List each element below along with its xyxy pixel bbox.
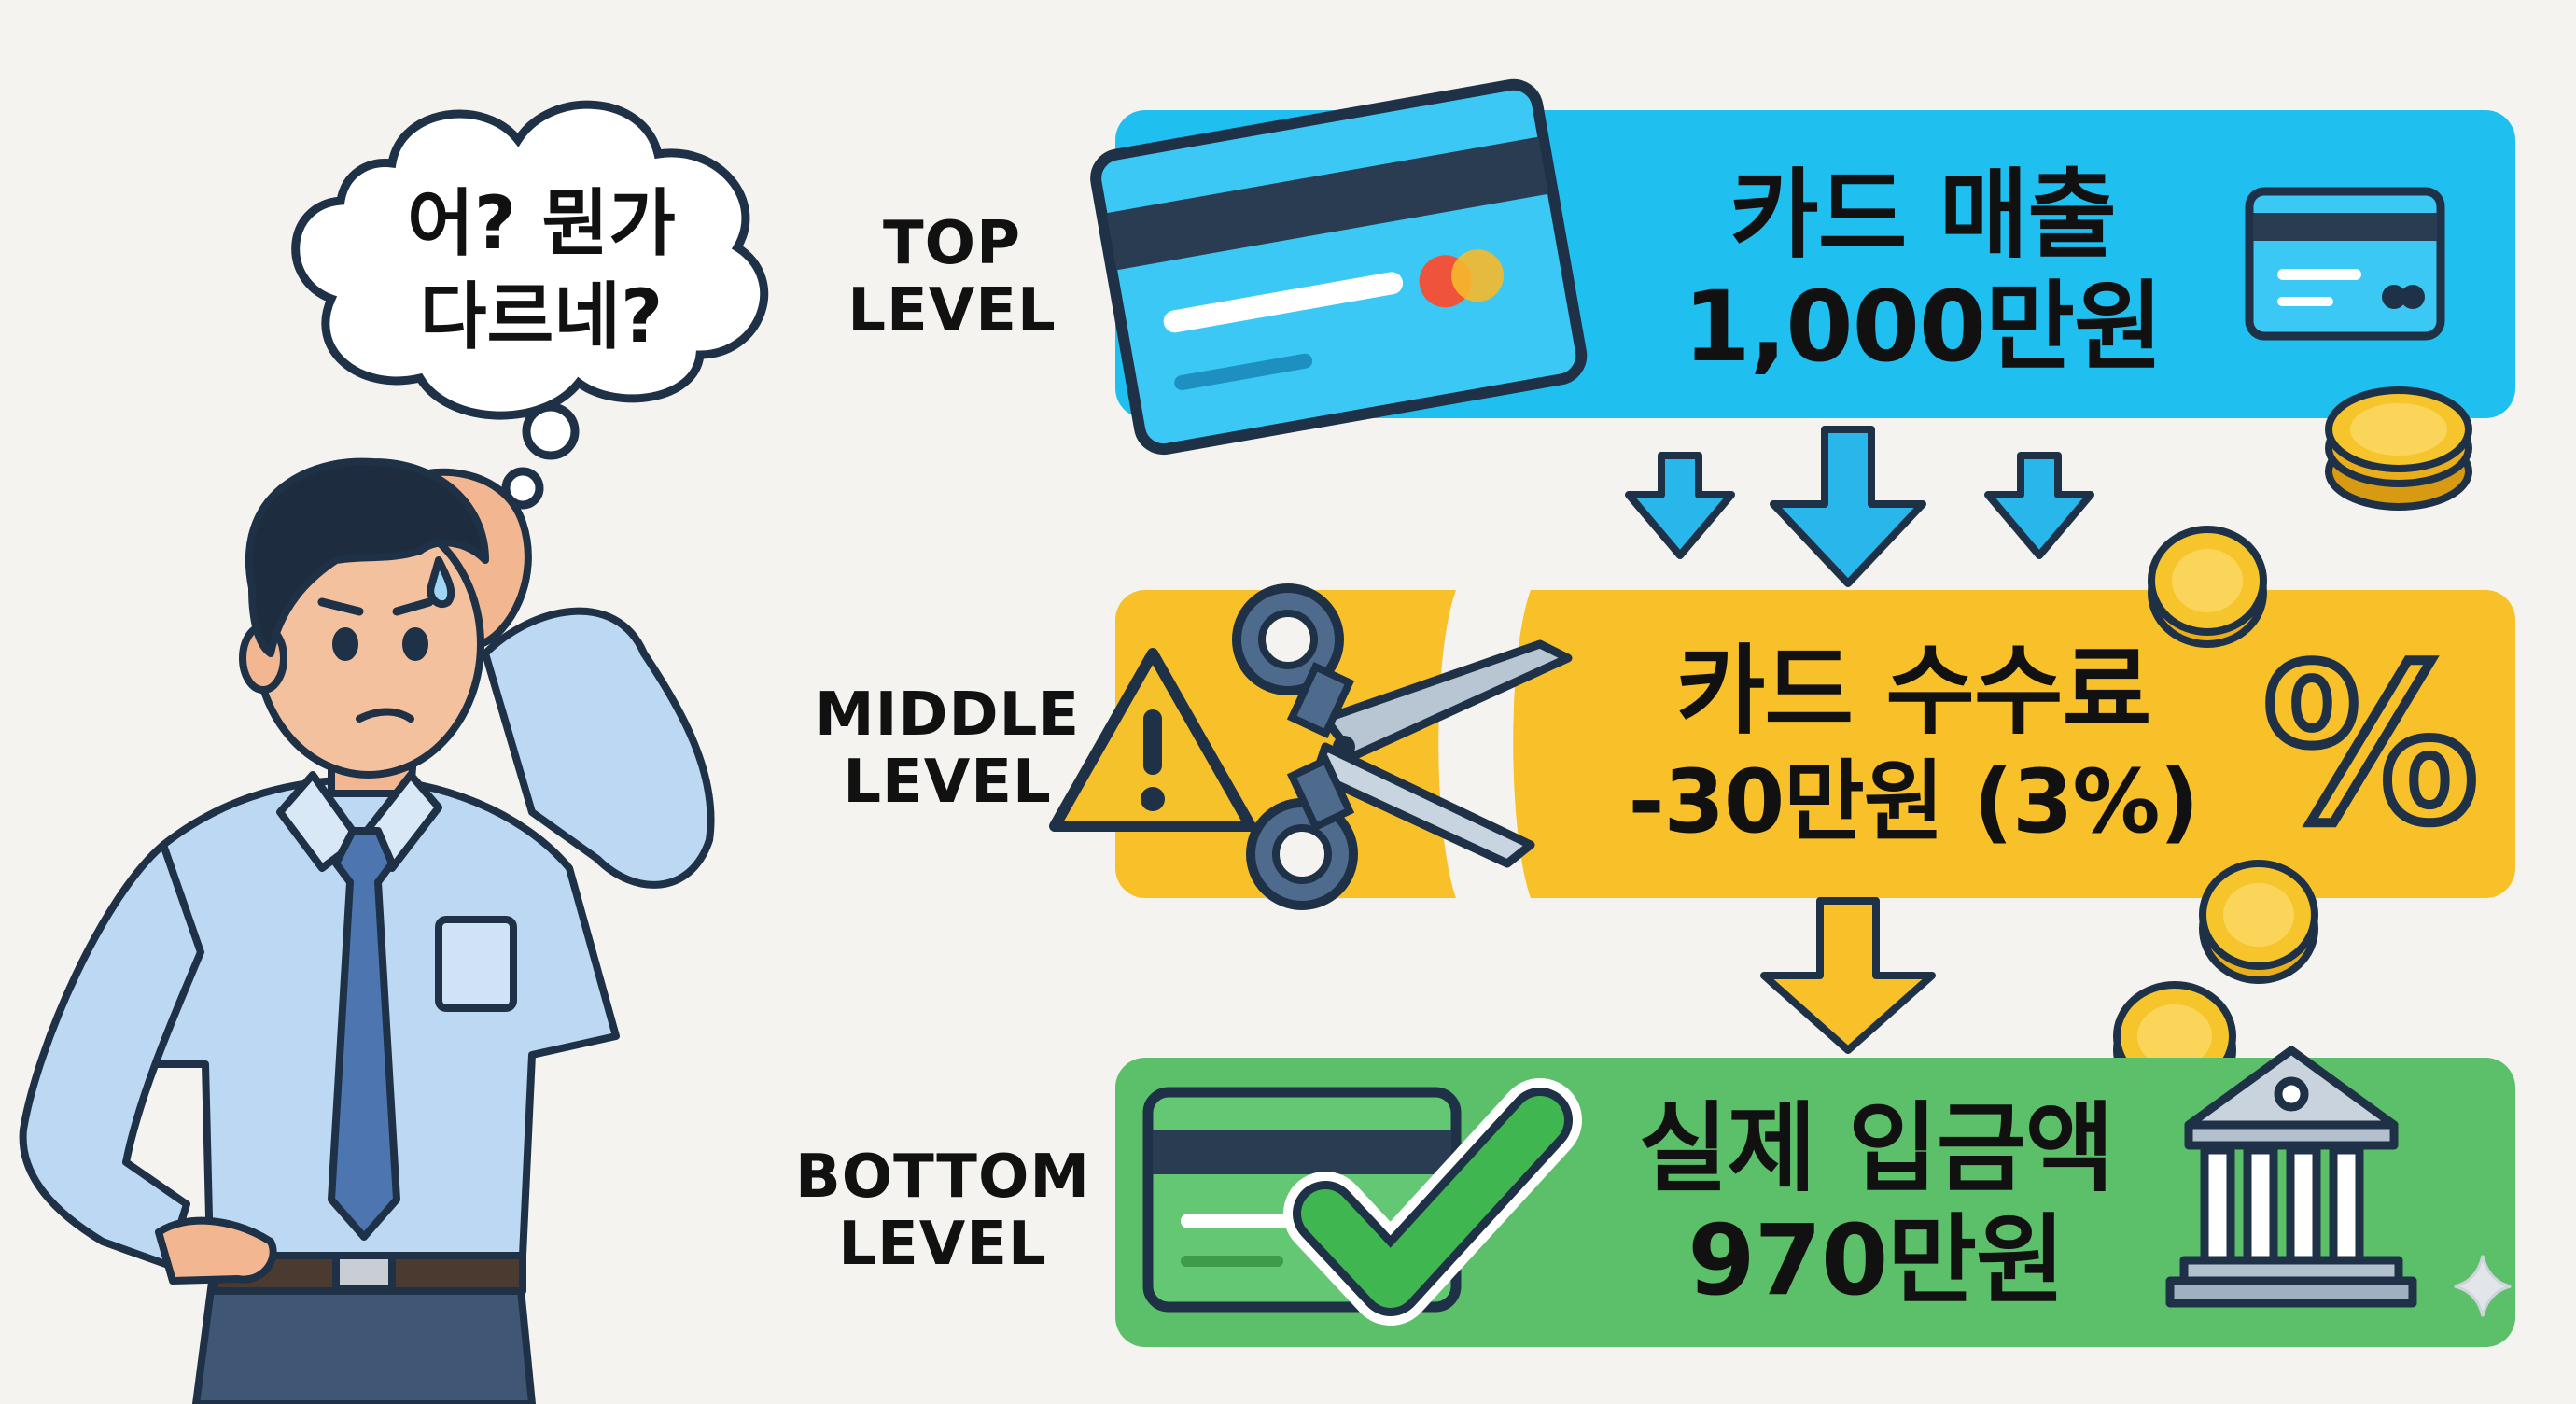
check-mark-icon	[1283, 1078, 1582, 1326]
sparkle-icon	[2454, 1255, 2512, 1317]
percent-icon: %	[2259, 630, 2483, 863]
bank-building-icon	[2165, 1046, 2417, 1308]
bottom-level-label-line1: BOTTOM	[794, 1143, 1091, 1212]
credit-card-small-icon	[2245, 187, 2445, 341]
bottom-level-label: BOTTOM LEVEL	[784, 1144, 1101, 1278]
thought-bubble-line1: 어? 뭔가	[407, 182, 676, 266]
percent-symbol: %	[2259, 622, 2483, 871]
bottom-level-title: 실제 입금액	[1638, 1091, 2115, 1205]
arrow-down-icon	[1625, 426, 2094, 587]
middle-level-text: 카드 수수료 -30만원 (3%)	[1568, 635, 2259, 859]
arrow-down-icon	[1760, 897, 1936, 1054]
middle-level-label-line2: LEVEL	[843, 748, 1052, 817]
bottom-level-value: 970만원	[1687, 1203, 2065, 1317]
scissors-icon	[1232, 583, 1573, 910]
top-level-value: 1,000만원	[1683, 270, 2163, 384]
coin-stack-icon	[2325, 386, 2472, 511]
warning-icon	[1049, 648, 1256, 832]
thought-bubble	[291, 100, 769, 510]
top-level-label-line2: LEVEL	[847, 276, 1057, 345]
coin-icon	[2199, 860, 2318, 984]
top-level-label-line1: TOP	[883, 209, 1021, 278]
thought-bubble-line2: 다르네?	[419, 275, 664, 359]
middle-level-value: -30만원 (3%)	[1628, 751, 2199, 853]
bottom-level-box	[1115, 1058, 2515, 1347]
top-level-label: TOP LEVEL	[821, 210, 1083, 344]
bottom-level-text: 실제 입금액 970만원	[1577, 1092, 2175, 1316]
mastercard-logo-icon	[1419, 249, 1505, 308]
coin-icon	[2148, 526, 2267, 648]
middle-level-label: MIDDLE LEVEL	[793, 681, 1101, 816]
middle-level-label-line1: MIDDLE	[814, 681, 1081, 750]
person-illustration	[19, 457, 715, 1404]
credit-card-icon	[1090, 78, 1588, 456]
bottom-level-label-line2: LEVEL	[838, 1210, 1047, 1279]
middle-level-title: 카드 수수료	[1675, 634, 2152, 748]
thought-bubble-text: 어? 뭔가 다르네?	[345, 177, 737, 364]
top-level-title: 카드 매출	[1729, 158, 2117, 272]
top-level-text: 카드 매출 1,000만원	[1587, 159, 2259, 383]
